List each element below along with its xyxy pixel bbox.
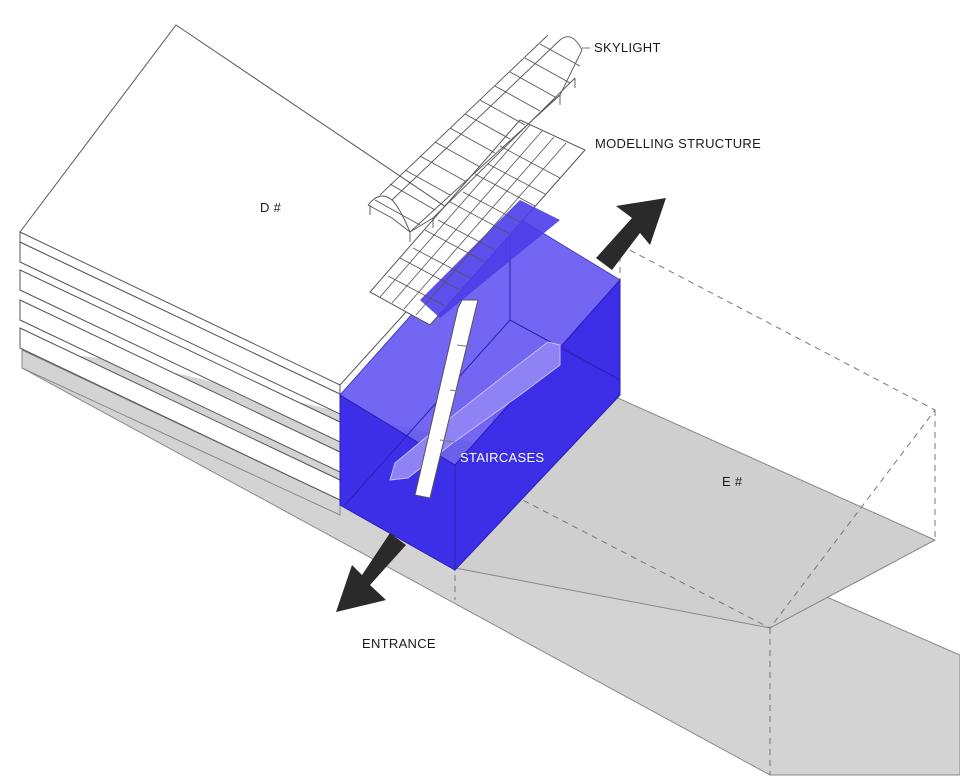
arrow-up-right-icon bbox=[596, 198, 666, 270]
skylight-label: SKYLIGHT bbox=[594, 40, 661, 55]
building-e-label: E # bbox=[722, 474, 743, 489]
staircase-stair-steps bbox=[439, 344, 473, 443]
arrow-down-left-icon bbox=[336, 533, 406, 612]
modelling-structure bbox=[369, 119, 586, 326]
entrance-label: ENTRANCE bbox=[362, 636, 436, 651]
blue-volume bbox=[339, 209, 621, 572]
staircase-stair bbox=[414, 299, 479, 499]
modelling-structure-label: MODELLING STRUCTURE bbox=[595, 136, 761, 151]
skylight bbox=[367, 34, 583, 242]
staircases-label: STAIRCASES bbox=[460, 450, 544, 465]
building-d-label: D # bbox=[260, 200, 282, 215]
